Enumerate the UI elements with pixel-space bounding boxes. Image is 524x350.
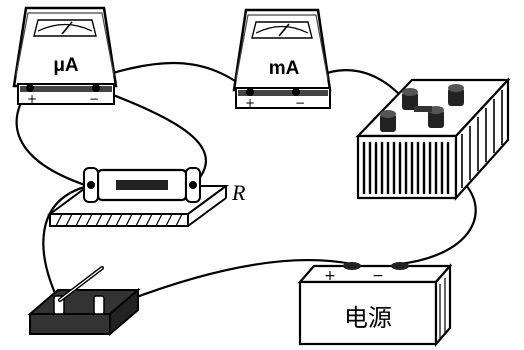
wire-resistor-to-switch [42,184,90,302]
switch [27,266,141,337]
power-source: + − 电源 [297,262,453,347]
milliammeter: mA + − [232,8,332,110]
microammeter-neg-sign: − [89,92,99,106]
microammeter-terminal-neg [92,84,100,92]
milliammeter-terminal-neg [292,88,300,96]
rheostat-coil-front [362,142,450,194]
rheostat-coil-side [461,90,503,188]
power-source-label: 电源 [344,304,392,332]
power-source-neg-sign: − [372,268,384,284]
rheostat-terminals [380,84,464,132]
microammeter-pos-sign: + [27,92,37,106]
power-source-pos-sign: + [324,268,336,284]
milliammeter-terminal-pos [246,88,254,96]
microammeter: μA + − [12,6,118,106]
wire-microammeter-to-resistor-right [94,86,207,184]
milliammeter-unit-label: mA [269,58,300,79]
wire-switch-to-source [106,258,354,310]
resistor-label: R [231,180,246,205]
microammeter-unit-label: μA [53,55,79,76]
resistor-base-hatching [55,213,183,227]
resistor: R [46,167,246,227]
rheostat [355,77,511,201]
milliammeter-pos-sign: + [245,96,255,110]
microammeter-terminal-pos [26,84,34,92]
milliammeter-neg-sign: − [295,96,305,110]
wire-rheostat-to-source [398,183,477,266]
